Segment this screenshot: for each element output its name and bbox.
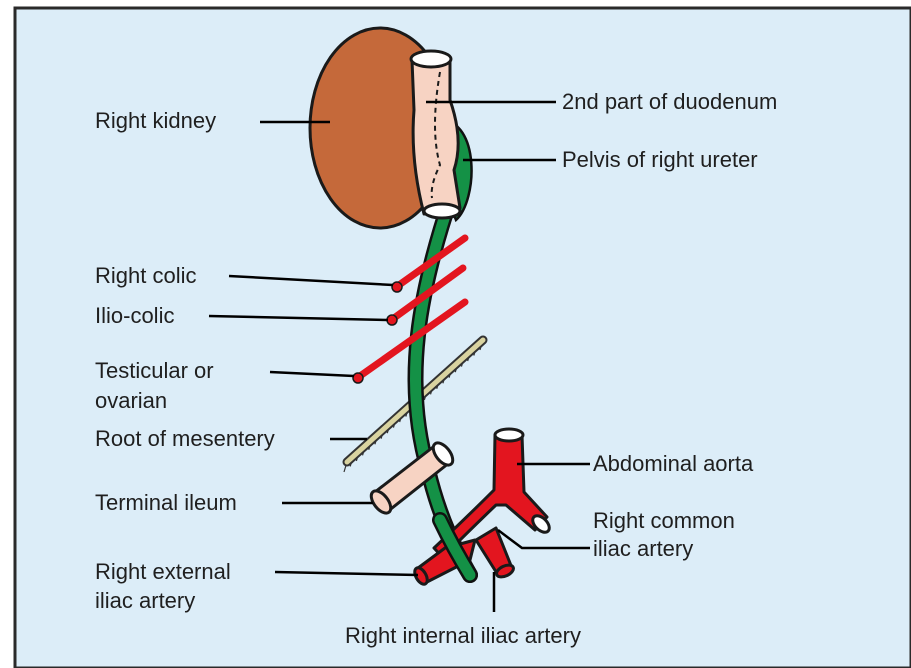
label-abdominal-aorta: Abdominal aorta — [593, 451, 754, 476]
label-pelvis-ureter: Pelvis of right ureter — [562, 147, 758, 172]
label-testicular-line1: Testicular or — [95, 358, 214, 383]
label-terminal-ileum: Terminal ileum — [95, 490, 237, 515]
label-right-common-line1: Right common — [593, 508, 735, 533]
label-right-internal: Right internal iliac artery — [345, 623, 581, 648]
label-right-external-line2: iliac artery — [95, 588, 195, 613]
label-right-common-line2: iliac artery — [593, 536, 693, 561]
label-testicular-line2: ovarian — [95, 388, 167, 413]
label-right-kidney: Right kidney — [95, 108, 216, 133]
label-right-colic: Right colic — [95, 263, 196, 288]
label-right-external-line1: Right external — [95, 559, 231, 584]
label-ilio-colic: Ilio-colic — [95, 303, 174, 328]
label-root-mesentery: Root of mesentery — [95, 426, 275, 451]
label-duodenum: 2nd part of duodenum — [562, 89, 777, 114]
